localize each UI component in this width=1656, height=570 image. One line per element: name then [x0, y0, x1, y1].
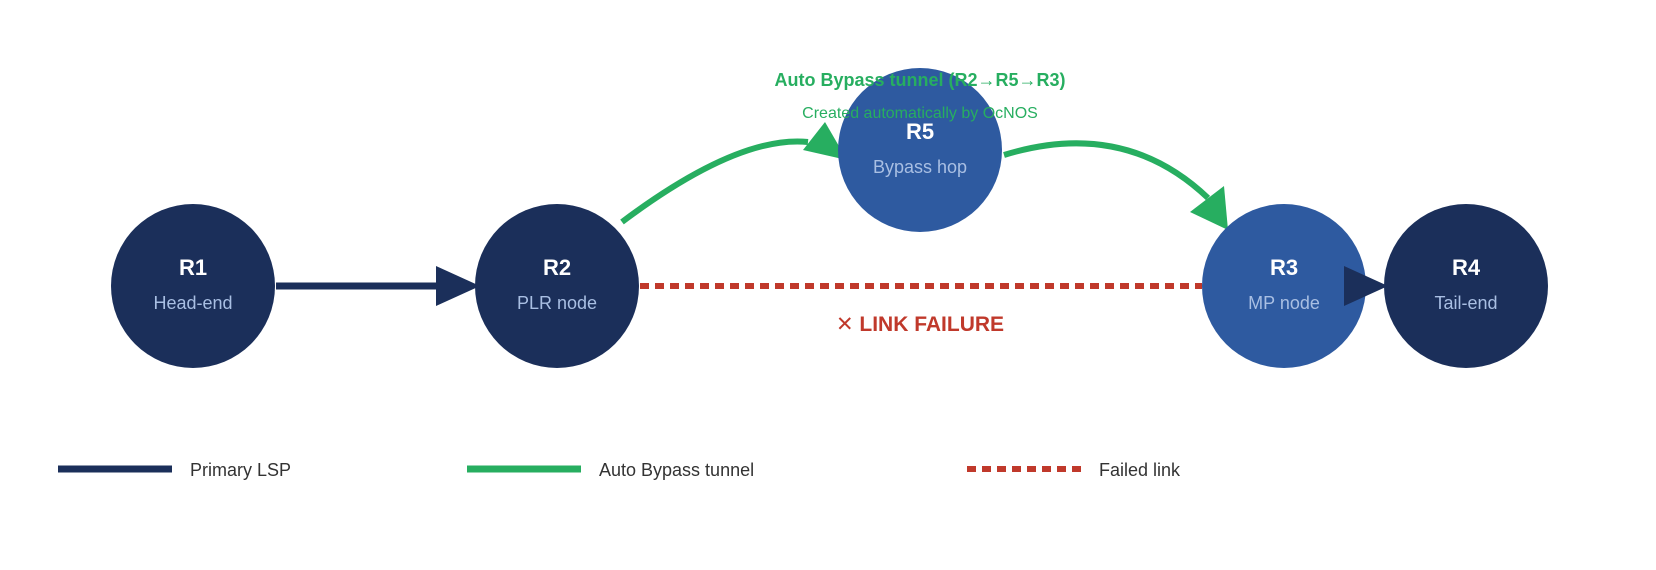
bypass-arrowhead-r3 — [1190, 186, 1228, 230]
bypass-path-r2-r5 — [620, 138, 809, 225]
node-r5-name: R5 — [906, 119, 934, 144]
legend: Primary LSP Auto Bypass tunnel Failed li… — [58, 460, 1181, 480]
node-r5-circle — [838, 68, 1002, 232]
link-failure-label: ✕ LINK FAILURE — [836, 313, 1004, 336]
node-r5-role: Bypass hop — [873, 157, 967, 177]
bypass-arrowhead-r5 — [803, 122, 847, 160]
node-r4[interactable]: R4 Tail-end — [1384, 204, 1548, 368]
node-r1-role: Head-end — [153, 293, 232, 313]
node-r3-circle — [1202, 204, 1366, 368]
bypass-tunnel-title: Auto Bypass tunnel (R2→R5→R3) — [774, 70, 1065, 90]
node-r1-circle — [111, 204, 275, 368]
legend-failed-label: Failed link — [1099, 460, 1181, 480]
primary-lsp-arrowhead-r4 — [1344, 266, 1388, 306]
node-r1[interactable]: R1 Head-end — [111, 204, 275, 368]
node-r5[interactable]: R5 Bypass hop — [838, 68, 1002, 232]
node-r2-role: PLR node — [517, 293, 597, 313]
node-r3[interactable]: R3 MP node — [1202, 204, 1366, 368]
node-r3-role: MP node — [1248, 293, 1320, 313]
node-r2-name: R2 — [543, 255, 571, 280]
node-r2[interactable]: R2 PLR node — [475, 204, 639, 368]
primary-lsp-arrowhead-r2 — [436, 266, 480, 306]
bypass-path-r5-r3 — [1003, 140, 1211, 201]
node-r3-name: R3 — [1270, 255, 1298, 280]
legend-bypass-label: Auto Bypass tunnel — [599, 460, 754, 480]
node-r2-circle — [475, 204, 639, 368]
node-r4-role: Tail-end — [1434, 293, 1497, 313]
legend-primary-label: Primary LSP — [190, 460, 291, 480]
node-r4-circle — [1384, 204, 1548, 368]
bypass-tunnel-subtitle: Created automatically by OcNOS — [802, 105, 1038, 122]
node-r4-name: R4 — [1452, 255, 1481, 280]
node-r1-name: R1 — [179, 255, 207, 280]
